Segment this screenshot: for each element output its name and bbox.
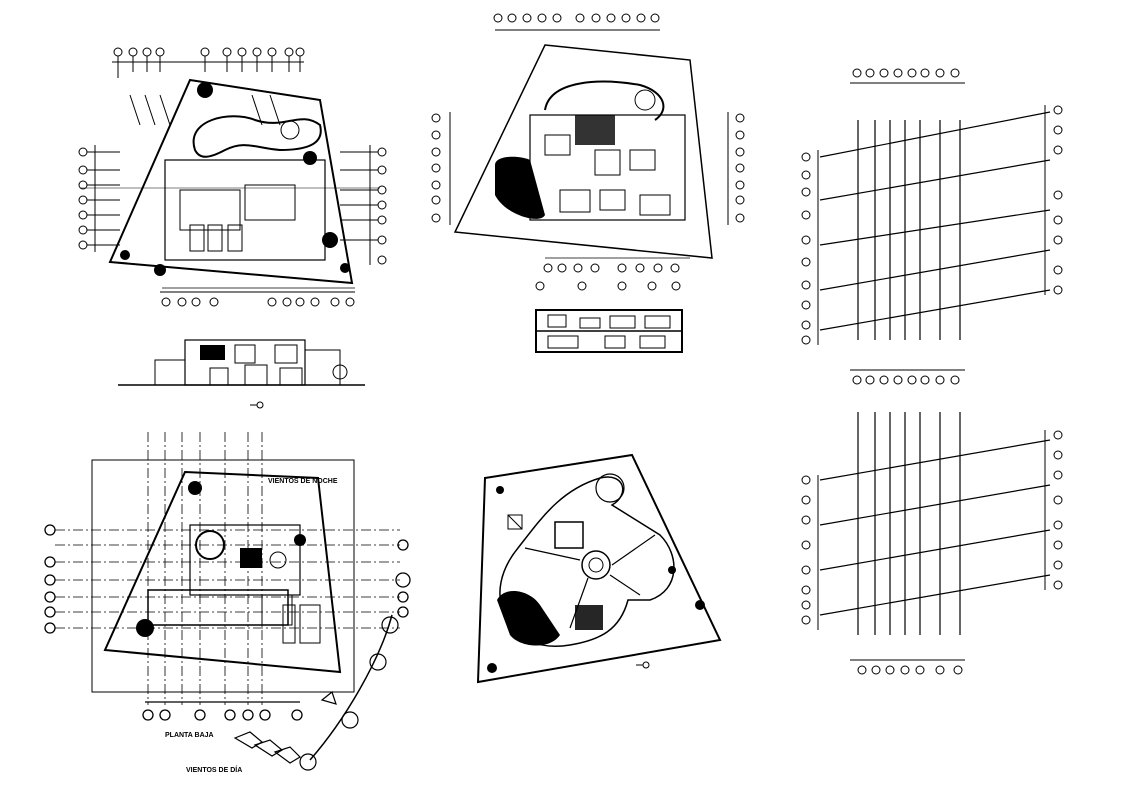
grid-bubbles-bottom bbox=[160, 291, 355, 307]
grid-bubbles-top bbox=[850, 68, 965, 84]
structural-plan-lower bbox=[801, 412, 1063, 675]
drawing-frame bbox=[91, 459, 355, 693]
grid-bubbles-left bbox=[78, 145, 120, 252]
trees bbox=[120, 82, 350, 276]
night-winds-label: VIENTOS DE NOCHE bbox=[268, 478, 338, 485]
grid-bubbles-right bbox=[340, 145, 387, 265]
grid-bubbles-right bbox=[1044, 105, 1063, 295]
structural-plan-upper bbox=[801, 68, 1063, 385]
grid-bubbles-top bbox=[112, 47, 305, 78]
grid-bubbles-bottom bbox=[543, 263, 680, 273]
ground-floor-plan: VIENTOS DE NOCHE PLANTA BAJA VIENTOS DE … bbox=[44, 432, 411, 774]
ground-floor-label: PLANTA BAJA bbox=[165, 732, 214, 739]
floor-plan-top-middle bbox=[431, 13, 745, 273]
lot-boundary bbox=[476, 453, 722, 684]
grid-bubbles-left bbox=[44, 524, 56, 634]
grid-bubbles-top bbox=[493, 13, 660, 31]
day-winds-label: VIENTOS DE DÍA bbox=[186, 765, 242, 774]
lot-boundary bbox=[108, 78, 354, 285]
grid-bubbles-bottom bbox=[850, 659, 965, 675]
lot-boundary bbox=[103, 470, 342, 674]
lot-boundary bbox=[453, 44, 713, 259]
grid-bubbles-bottom bbox=[142, 701, 303, 721]
grid-bubbles-right bbox=[1044, 430, 1063, 590]
site-plan-top-left bbox=[78, 47, 387, 307]
facade-elevation bbox=[118, 339, 365, 409]
roof-site-plan bbox=[476, 453, 722, 684]
grid-bubbles-right bbox=[395, 539, 411, 618]
grid-bubbles-left bbox=[431, 112, 451, 225]
grid-bubbles-right bbox=[727, 112, 745, 225]
building-section bbox=[535, 281, 683, 353]
grid-bubbles-left bbox=[801, 150, 819, 345]
grid-bubbles-left bbox=[801, 475, 819, 630]
